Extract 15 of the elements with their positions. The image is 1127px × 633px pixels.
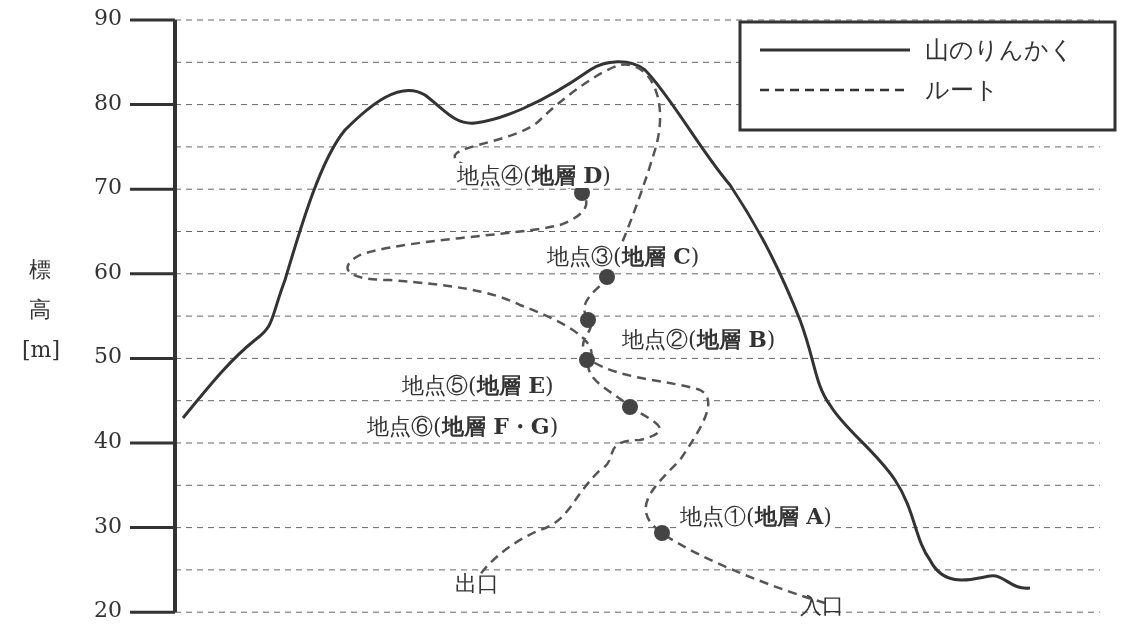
tick-label: 50 bbox=[93, 345, 122, 368]
tick-label: 40 bbox=[93, 430, 122, 452]
axis-title: 標高[m] bbox=[22, 256, 58, 364]
legend-label: ルート bbox=[925, 78, 999, 102]
point-label: 地点④(地層 D) bbox=[455, 163, 613, 188]
tick-label: 80 bbox=[93, 91, 122, 114]
tick-label: 20 bbox=[93, 599, 122, 622]
tick-label: 60 bbox=[93, 260, 122, 283]
tick-label: 30 bbox=[93, 514, 122, 537]
tick-label: 70 bbox=[93, 176, 122, 199]
entrance-label: 入口 bbox=[800, 595, 844, 617]
legend-label: 山のりんかく bbox=[925, 38, 1074, 62]
tick-label: 90 bbox=[93, 7, 122, 29]
exit-label: 出口 bbox=[455, 573, 499, 595]
point-label: 地点①(地層 A) bbox=[678, 504, 834, 529]
